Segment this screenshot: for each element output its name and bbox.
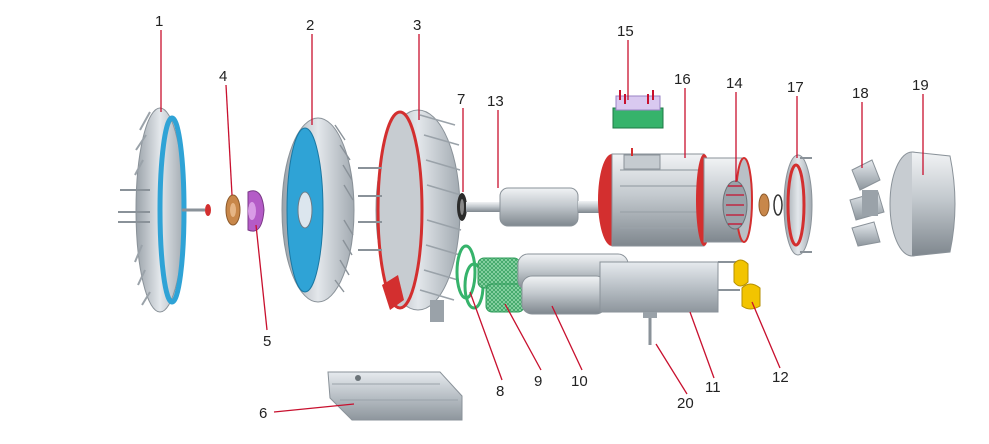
label-4: 4 [219, 68, 227, 85]
part-18-fan [849, 159, 885, 247]
part-5-hub [247, 190, 265, 232]
part-20-foot-bolt [643, 312, 657, 345]
label-18: 18 [852, 85, 869, 102]
part-17-rear-cover [783, 154, 813, 256]
part-3-housing [358, 109, 462, 322]
label-6: 6 [259, 405, 267, 422]
part-4-bearing [225, 194, 241, 226]
part-14-rear-bearing [722, 180, 748, 230]
label-13: 13 [487, 93, 504, 110]
label-9: 9 [534, 373, 542, 390]
label-2: 2 [306, 17, 314, 34]
part-6-bracket [327, 371, 463, 421]
part-15-terminal-box [612, 90, 664, 129]
leader-lines [160, 30, 924, 413]
part-13-shaft [466, 187, 613, 227]
label-14: 14 [726, 75, 743, 92]
label-3: 3 [413, 17, 421, 34]
part-9-filter-mesh [477, 257, 525, 313]
label-8: 8 [496, 383, 504, 400]
part-1-front-cover [118, 107, 211, 313]
part-12-caps [733, 259, 761, 310]
label-20: 20 [677, 395, 694, 412]
label-12: 12 [772, 369, 789, 386]
part-16-motor-frame [598, 148, 753, 247]
part-11-base [599, 261, 740, 313]
label-10: 10 [571, 373, 588, 390]
label-17: 17 [787, 79, 804, 96]
part-2-impeller [281, 117, 355, 303]
label-11: 11 [705, 379, 721, 396]
part-19-fan-cover [889, 151, 956, 257]
label-19: 19 [912, 77, 929, 94]
callout-labels: 1 2 3 4 5 6 7 8 9 10 11 12 13 14 15 16 1… [155, 13, 929, 422]
label-16: 16 [674, 71, 691, 88]
label-7: 7 [457, 91, 465, 108]
part-7-seal [457, 193, 467, 221]
rear-ring-parts [758, 193, 783, 217]
label-15: 15 [617, 23, 634, 40]
label-5: 5 [263, 333, 271, 350]
label-1: 1 [155, 13, 163, 30]
